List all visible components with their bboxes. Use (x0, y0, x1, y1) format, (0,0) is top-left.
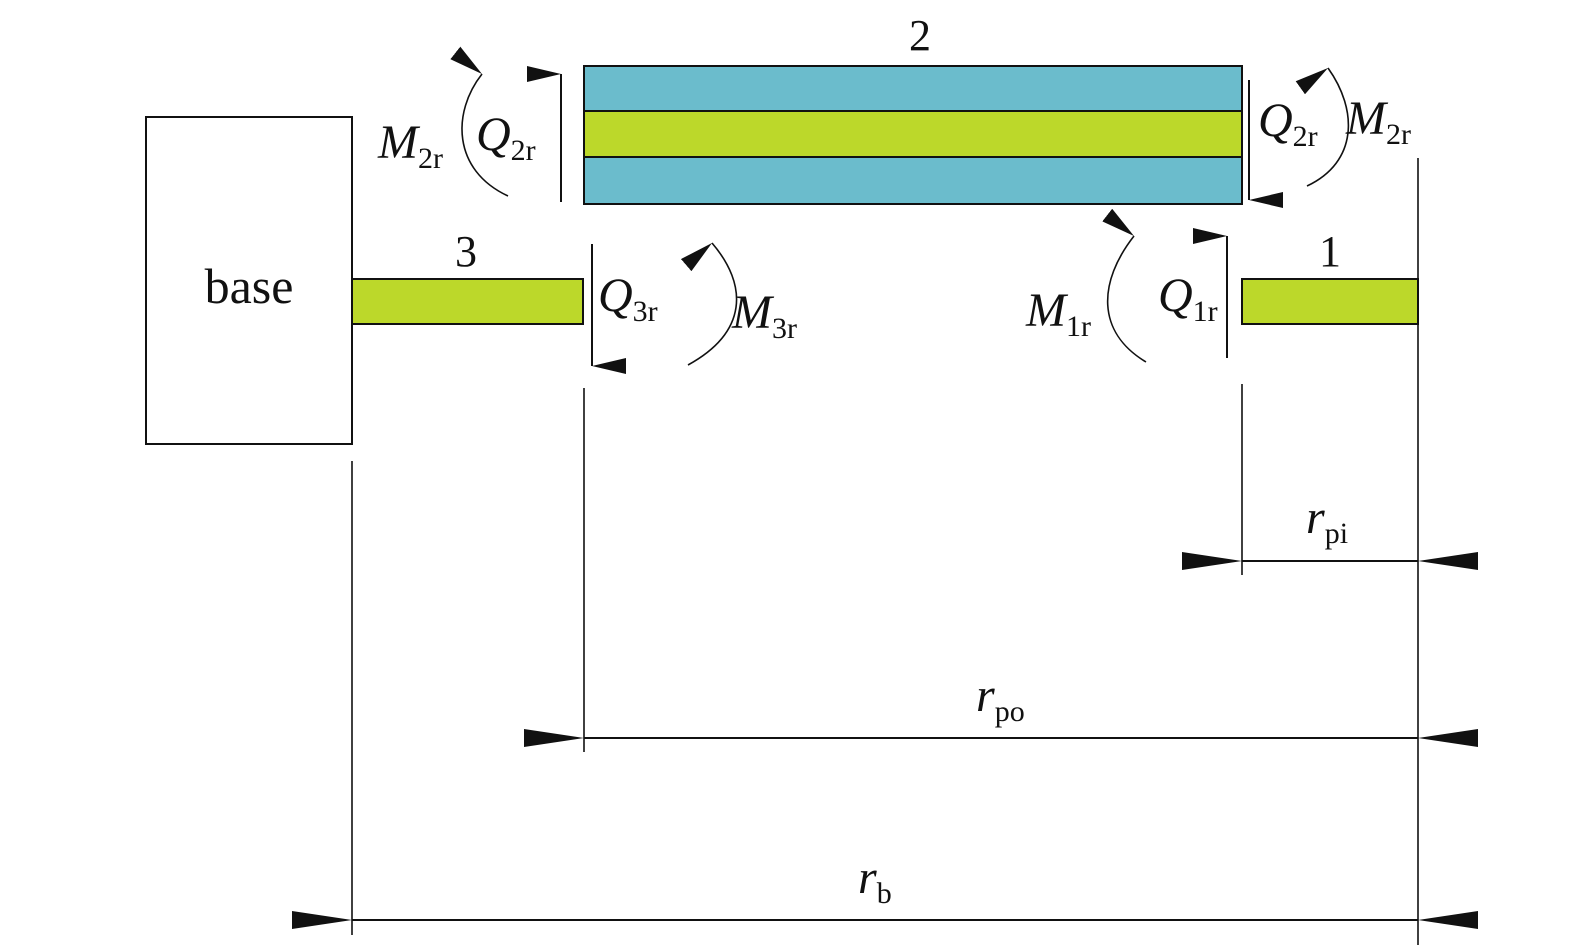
core-layer (583, 110, 1243, 158)
plate-1-label: 1 (1319, 227, 1341, 276)
plate-2-right-loads: Q2r M2r (1248, 67, 1411, 208)
plate-3-label: 3 (455, 227, 477, 276)
m1r-arrow (1102, 208, 1147, 363)
plate-1-body (1241, 278, 1419, 325)
base-block: base (145, 116, 353, 445)
r-b-label: rb (858, 851, 892, 910)
r-pi-label: rpi (1306, 491, 1348, 550)
plate-2-label: 2 (909, 11, 931, 60)
m3r-arrow (680, 242, 738, 366)
plate-3-loads: Q3r M3r (591, 242, 797, 374)
m2r-left-arrow (450, 46, 509, 197)
plate-3: 3 (351, 227, 584, 325)
m2r-left-label: M2r (377, 116, 443, 175)
top-face-sheet (583, 65, 1243, 112)
plate-2-left-loads: M2r Q2r (377, 46, 562, 202)
plate-3-body (351, 278, 584, 325)
dimension-r-pi: rpi (1182, 491, 1478, 570)
m2r-right-label: M2r (1345, 92, 1411, 151)
q1r-label: Q1r (1158, 269, 1218, 328)
m3r-label: M3r (731, 286, 797, 345)
dimension-r-po: rpo (524, 669, 1478, 747)
base-label: base (205, 258, 294, 314)
plate-1-loads: M1r Q1r (1025, 208, 1228, 363)
q2r-right-label: Q2r (1258, 94, 1318, 153)
q2r-left-label: Q2r (476, 108, 536, 167)
sandwich-plate-2: 2 (583, 11, 1243, 205)
plate-1: 1 (1241, 227, 1419, 325)
m1r-label: M1r (1025, 284, 1091, 343)
bottom-face-sheet (583, 156, 1243, 205)
extension-lines (351, 158, 1419, 945)
dimension-r-b: rb (292, 851, 1478, 929)
m2r-right-arrow (1295, 67, 1350, 187)
r-po-label: rpo (976, 669, 1025, 728)
q3r-label: Q3r (598, 269, 658, 328)
